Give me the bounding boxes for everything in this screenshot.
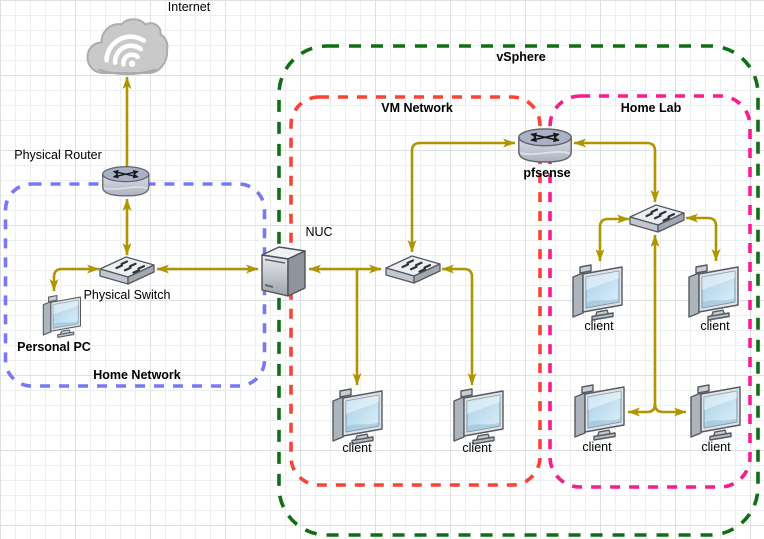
nuc-label: NUC — [305, 225, 333, 239]
physical-switch-icon[interactable] — [98, 255, 156, 286]
home-lab-switch-icon[interactable] — [628, 203, 686, 234]
physical-switch-label: Physical Switch — [83, 288, 171, 302]
home-lab-group-box[interactable] — [548, 94, 752, 489]
pfsense-label: pfsense — [523, 166, 571, 180]
connector-vmswitch-pfsense[interactable] — [407, 138, 516, 253]
internet-cloud-icon[interactable] — [88, 19, 168, 76]
vm-network-group-label: VM Network — [381, 101, 453, 115]
connector-vmswitch-client-right[interactable] — [441, 264, 477, 386]
connector-labswitch-client-topleft[interactable] — [595, 214, 630, 262]
connector-labswitch-client-bottomleft[interactable] — [627, 234, 660, 417]
internet-label: Internet — [167, 0, 211, 14]
vsphere-group-label: vSphere — [496, 50, 546, 64]
home-lab-group-label: Home Lab — [620, 101, 682, 115]
lab-client-bottomleft-icon[interactable] — [574, 384, 625, 441]
personal-pc-icon[interactable] — [42, 294, 82, 338]
connector-labswitch-client-topright[interactable] — [685, 213, 721, 262]
home-network-group-label: Home Network — [93, 368, 181, 382]
personal-pc-label: Personal PC — [17, 340, 91, 354]
lab-client-topright-icon[interactable] — [688, 264, 739, 321]
lab-client-topleft-icon[interactable] — [572, 264, 623, 321]
lab-client-bottomright-label: client — [701, 440, 731, 454]
connector-labswitch-client-bottomright[interactable] — [653, 403, 687, 417]
connectors — [49, 76, 721, 417]
vm-client-right-icon[interactable] — [453, 388, 504, 445]
vm-client-left-label: client — [342, 441, 372, 455]
home-network-group-box[interactable] — [3, 182, 267, 388]
physical-router-label: Physical Router — [14, 148, 102, 162]
vm-client-left-icon[interactable] — [332, 388, 383, 445]
vsphere-group-box[interactable] — [277, 44, 760, 537]
connector-pfsense-labswitch[interactable] — [573, 138, 660, 203]
nuc-server-icon[interactable] — [261, 246, 306, 297]
lab-client-bottomright-icon[interactable] — [690, 384, 741, 441]
physical-router-icon[interactable] — [103, 167, 149, 196]
lab-client-topright-label: client — [700, 319, 730, 333]
connector-switch-pc[interactable] — [49, 264, 100, 292]
lab-client-topleft-label: client — [584, 319, 614, 333]
vm-client-right-label: client — [462, 441, 492, 455]
lab-client-bottomleft-label: client — [582, 440, 612, 454]
pfsense-router-icon[interactable] — [519, 129, 571, 162]
vm-switch-icon[interactable] — [384, 254, 442, 285]
